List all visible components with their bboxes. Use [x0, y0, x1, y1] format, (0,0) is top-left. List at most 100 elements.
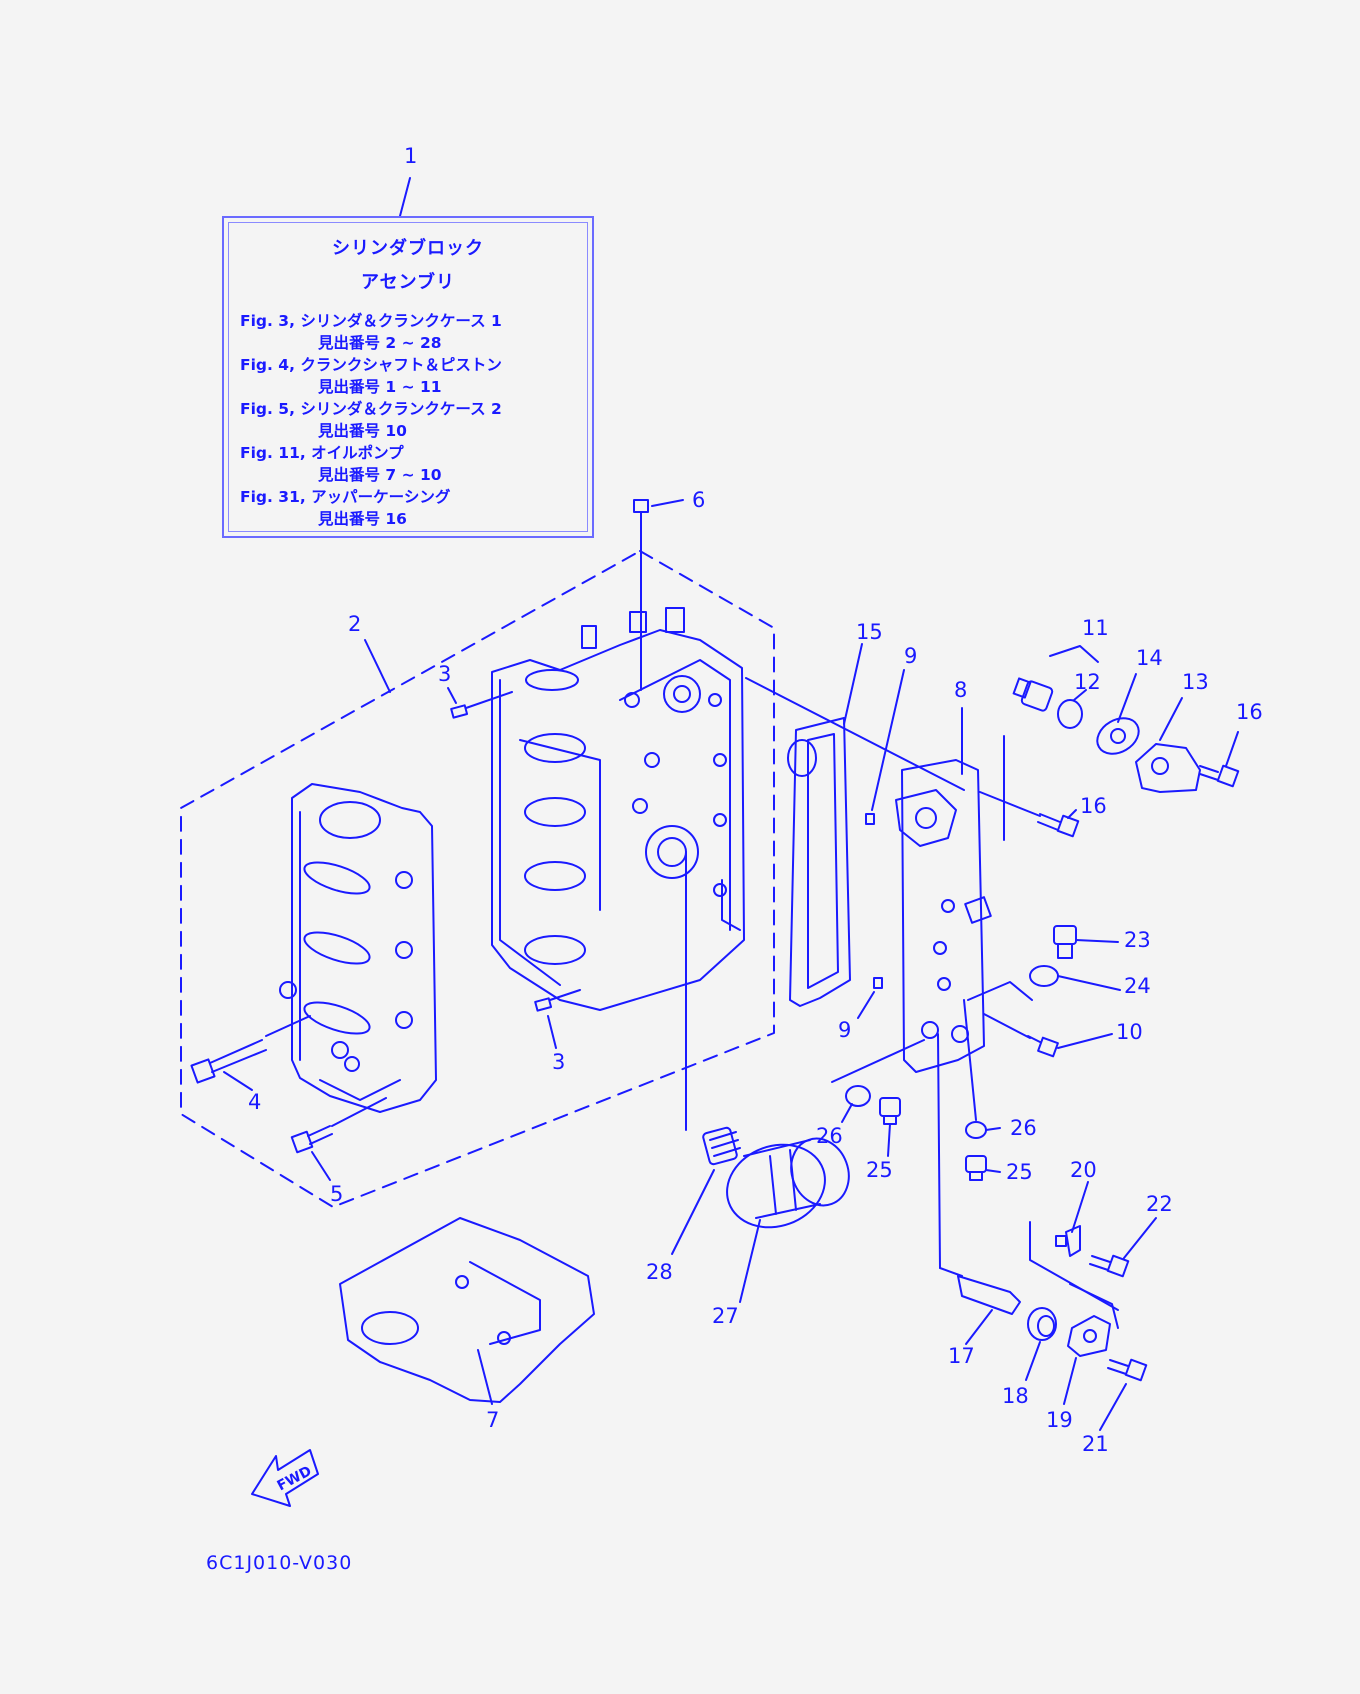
- leader-9a: [871, 669, 905, 811]
- washer-26-left: [845, 1085, 871, 1107]
- reference-fig: Fig. 31, アッパーケーシング: [240, 488, 451, 506]
- reference-index: 見出番号 7 ~ 10: [318, 466, 442, 484]
- bolt-21: [1107, 1358, 1148, 1382]
- callout-13: 13: [1182, 670, 1209, 694]
- gasket-15: [787, 717, 851, 1007]
- leader-20-group: [1029, 1221, 1119, 1311]
- leader-25b: [985, 1169, 1001, 1173]
- cylinder-block: [491, 607, 745, 1011]
- callout-5: 5: [330, 1182, 344, 1206]
- leader-7: [477, 1349, 493, 1405]
- gasket-14: [1096, 717, 1140, 755]
- leader-19: [1063, 1357, 1077, 1405]
- bolt-5: [290, 1097, 387, 1154]
- dowel-pin-9-bottom: [873, 977, 883, 989]
- callout-17: 17: [948, 1344, 975, 1368]
- callout-4: 4: [248, 1090, 262, 1114]
- bolt-10: [1027, 1035, 1059, 1058]
- leader-14: [1117, 673, 1137, 723]
- leader-10-cover: [983, 1013, 1031, 1039]
- callout-11: 11: [1082, 616, 1109, 640]
- leader-6: [651, 499, 684, 507]
- leader-9b: [857, 991, 875, 1019]
- plug-6: [633, 499, 649, 691]
- callout-3: 3: [552, 1050, 566, 1074]
- clip-20: [1055, 1225, 1081, 1257]
- bolt-22: [1089, 1254, 1130, 1278]
- leader-17: [965, 1309, 993, 1345]
- callout-24: 24: [1124, 974, 1151, 998]
- callout-15: 15: [856, 620, 883, 644]
- reference-fig: Fig. 5, シリンダ＆クランクケース 2: [240, 400, 502, 418]
- leader-25a: [887, 1123, 891, 1157]
- callout-14: 14: [1136, 646, 1163, 670]
- leader-3a: [447, 687, 457, 704]
- grommet-18: [1027, 1307, 1057, 1341]
- dowel-pin-top: [450, 691, 513, 719]
- leader-20: [1071, 1181, 1089, 1233]
- oil-filter-stud-28: [685, 851, 741, 1166]
- callout-9: 9: [904, 644, 918, 668]
- callout-28: 28: [646, 1260, 673, 1284]
- leader-12: [1073, 689, 1087, 701]
- callout-20: 20: [1070, 1158, 1097, 1182]
- leader-26b: [985, 1127, 1001, 1131]
- leader-21: [1099, 1383, 1127, 1431]
- leader-23-cover: [967, 981, 1033, 1001]
- leader-5: [311, 1151, 331, 1181]
- callout-8: 8: [954, 678, 968, 702]
- reference-index: 見出番号 10: [318, 422, 407, 440]
- reference-fig: Fig. 11, オイルポンプ: [240, 444, 404, 462]
- dowel-pin-9-top: [865, 813, 875, 825]
- document-code: 6C1J010-V030: [206, 1552, 353, 1574]
- leader-cover-bolt: [979, 791, 1041, 817]
- reference-fig: Fig. 4, クランクシャフト＆ピストン: [240, 356, 502, 374]
- callout-3: 3: [438, 662, 452, 686]
- callout-9: 9: [838, 1018, 852, 1042]
- callout-22: 22: [1146, 1192, 1173, 1216]
- callout-10: 10: [1116, 1020, 1143, 1044]
- reference-index: 見出番号 16: [318, 510, 407, 528]
- leader-13: [1159, 697, 1183, 741]
- callout-1: 1: [404, 144, 418, 168]
- o-ring-24: [1029, 965, 1059, 987]
- cover-8: [895, 759, 992, 1073]
- leader-16a: [1225, 731, 1239, 767]
- callout-26: 26: [816, 1124, 843, 1148]
- bolt-16-bottom: [1037, 813, 1080, 838]
- callout-7: 7: [486, 1408, 500, 1432]
- bolt-16-top: [1199, 764, 1240, 788]
- leader-16b: [1067, 809, 1077, 819]
- callout-26: 26: [1010, 1116, 1037, 1140]
- callout-16: 16: [1236, 700, 1263, 724]
- oil-filter-27: [726, 1137, 850, 1229]
- callout-19: 19: [1046, 1408, 1073, 1432]
- callout-25: 25: [866, 1158, 893, 1182]
- cylinder-block-assembly-outline: [180, 550, 775, 1208]
- forward-arrow-icon: [251, 1449, 319, 1507]
- dowel-pin-bottom: [534, 989, 581, 1012]
- callout-2: 2: [348, 612, 362, 636]
- bracket-19: [1067, 1315, 1111, 1357]
- callout-12: 12: [1074, 670, 1101, 694]
- leader-1: [399, 177, 411, 217]
- leader-23: [1075, 939, 1119, 943]
- callout-6: 6: [692, 488, 706, 512]
- leader-18: [1025, 1341, 1041, 1381]
- leader-10: [1057, 1033, 1113, 1049]
- washer-26-right: [965, 1121, 987, 1139]
- leader-4: [223, 1071, 253, 1091]
- callout-23: 23: [1124, 928, 1151, 952]
- callout-21: 21: [1082, 1432, 1109, 1456]
- leader-15: [843, 643, 863, 725]
- reference-fig: Fig. 3, シリンダ＆クランクケース 1: [240, 312, 502, 330]
- reference-index: 見出番号 1 ~ 11: [318, 378, 442, 396]
- leader-26a: [841, 1103, 853, 1123]
- leader-11: [1049, 645, 1099, 663]
- reference-index: 見出番号 2 ~ 28: [318, 334, 442, 352]
- leader-28: [671, 1169, 715, 1255]
- assembly-title-line2: アセンブリ: [360, 272, 456, 293]
- bolt-4: [190, 1015, 311, 1084]
- leader-24: [1057, 975, 1121, 991]
